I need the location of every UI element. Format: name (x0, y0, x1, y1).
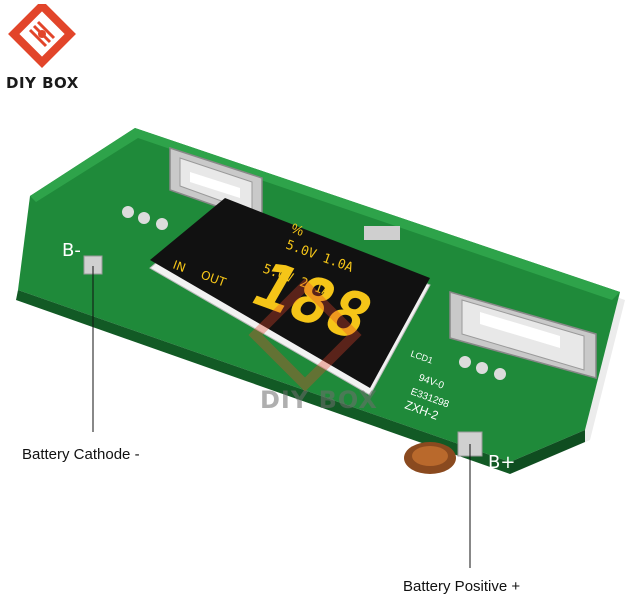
logo-text: DIY BOX (6, 74, 79, 92)
display-percent: % (289, 220, 306, 239)
silk-b-plus: B+ (488, 452, 515, 473)
callout-battery-cathode: Battery Cathode - (22, 446, 140, 463)
solder-pads (83, 206, 506, 457)
silk-b-minus: B- (62, 240, 81, 261)
diy-box-logo (4, 0, 84, 94)
callout-battery-positive: Battery Positive + (403, 578, 521, 595)
watermark-text: DIY BOX (260, 386, 378, 414)
display-in-label: IN (171, 258, 188, 275)
micro-usb-port (364, 226, 400, 240)
logo-diamond-icon (8, 0, 76, 68)
usb-port-right (449, 291, 597, 379)
watermark-diamond-icon (248, 278, 362, 392)
